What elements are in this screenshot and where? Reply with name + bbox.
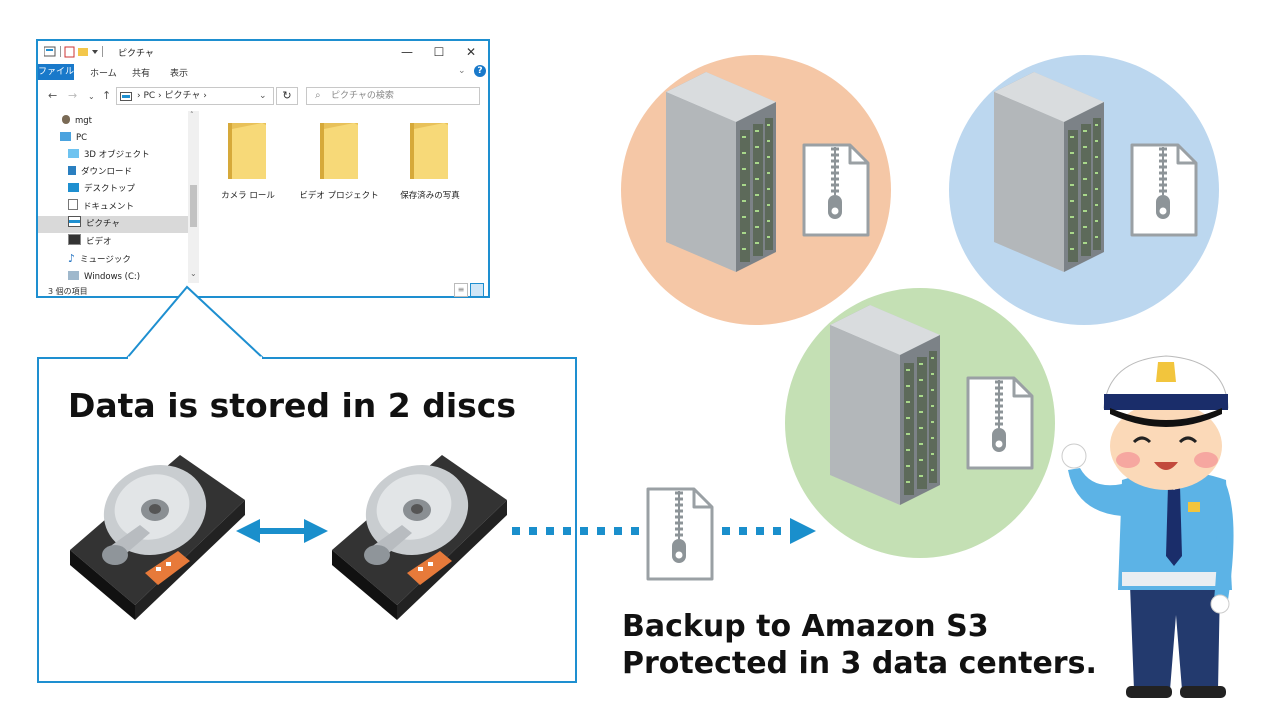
tab-home[interactable]: ホーム — [90, 69, 117, 79]
folder-icon[interactable] — [320, 123, 358, 179]
help-icon[interactable]: ? — [474, 65, 486, 77]
zip-file-icon — [646, 487, 714, 581]
server-icon — [994, 72, 1104, 272]
ribbon-tabs: ファイル ホーム 共有 表示 ⌄ ? — [38, 64, 488, 80]
folder-icon[interactable] — [410, 123, 448, 179]
nav-item-label: ピクチャ — [86, 219, 120, 229]
quick-access-toolbar — [44, 46, 103, 58]
nav-item-label: ミュージック — [80, 255, 131, 265]
nav-item-label: ビデオ — [86, 237, 112, 247]
nav-item-pc[interactable]: PC — [60, 130, 87, 146]
backup-line-2: Protected in 3 data centers. — [622, 646, 1097, 681]
maximize-button[interactable]: ☐ — [433, 45, 445, 59]
recent-chevron-icon[interactable]: ⌄ — [88, 92, 95, 101]
nav-item-label: ダウンロード — [81, 167, 133, 177]
search-icon: ⌕ — [315, 90, 321, 101]
cube-icon — [68, 149, 79, 158]
callout-pointer — [124, 285, 266, 359]
up-icon[interactable]: ↑ — [102, 89, 112, 102]
drive-icon — [68, 271, 79, 280]
scroll-down-icon[interactable]: ⌄ — [190, 269, 197, 278]
sync-double-arrow-icon — [236, 519, 328, 543]
nav-item-desktop[interactable]: デスクトップ — [68, 181, 135, 197]
nav-item-user[interactable]: mgt — [62, 113, 92, 129]
navigation-pane: mgt PC 3D オブジェクト ダウンロード デスクトップ ドキュメント ピク… — [38, 111, 198, 286]
search-placeholder: ピクチャの検索 — [331, 91, 394, 101]
download-icon — [68, 166, 76, 175]
window-title: ピクチャ — [118, 49, 154, 59]
nav-item-label: PC — [76, 133, 88, 143]
back-icon[interactable]: ← — [48, 89, 58, 102]
hard-drive-icon — [70, 450, 245, 620]
zip-file-icon — [802, 143, 870, 237]
security-guard-illustration — [1061, 355, 1234, 698]
address-dropdown-icon[interactable]: ⌄ — [259, 91, 267, 101]
nav-item-documents[interactable]: ドキュメント — [68, 199, 134, 215]
nav-item-label: Windows (C:) — [84, 272, 141, 282]
music-icon: ♪ — [68, 252, 76, 265]
user-icon — [62, 115, 70, 124]
backup-line-1: Backup to Amazon S3 — [622, 609, 989, 644]
folder-label: カメラ ロール — [221, 191, 275, 201]
callout-heading: Data is stored in 2 discs — [68, 386, 517, 425]
title-bar: ピクチャ — ☐ ✕ — [38, 41, 488, 63]
nav-item-downloads[interactable]: ダウンロード — [68, 164, 132, 180]
server-icon — [666, 72, 776, 272]
expand-ribbon-icon[interactable]: ⌄ — [458, 66, 466, 76]
nav-item-pictures[interactable]: ピクチャ — [68, 216, 120, 232]
pictures-icon — [68, 216, 81, 227]
close-button[interactable]: ✕ — [465, 45, 477, 59]
refresh-button[interactable]: ↻ — [276, 87, 298, 105]
nav-item-label: デスクトップ — [84, 184, 136, 194]
video-icon — [68, 234, 81, 245]
scrollbar-thumb[interactable] — [190, 185, 197, 227]
nav-item-music[interactable]: ♪ ミュージック — [68, 251, 131, 267]
tab-view[interactable]: 表示 — [170, 69, 189, 79]
status-bar-text: 3 個の項目 — [48, 287, 88, 296]
scroll-up-icon[interactable]: ˄ — [190, 111, 194, 119]
forward-icon[interactable]: → — [68, 89, 78, 102]
folder-icon[interactable] — [228, 123, 266, 179]
pc-icon — [60, 132, 71, 141]
folder-label: 保存済みの写真 — [400, 191, 460, 201]
zip-file-icon — [1130, 143, 1198, 237]
backup-caption: Backup to Amazon S3 Protected in 3 data … — [622, 608, 1097, 682]
nav-item-videos[interactable]: ビデオ — [68, 234, 112, 250]
nav-item-label: mgt — [75, 116, 93, 126]
desktop-icon — [68, 183, 79, 192]
tab-share[interactable]: 共有 — [132, 69, 151, 79]
server-icon — [830, 305, 940, 505]
address-bar[interactable]: › PC › ピクチャ › ⌄ — [116, 87, 274, 105]
nav-scrollbar[interactable]: ˄ ⌄ — [188, 111, 199, 283]
nav-item-3d-objects[interactable]: 3D オブジェクト — [68, 147, 150, 163]
address-path: › PC › ピクチャ › — [137, 91, 207, 101]
search-input[interactable]: ⌕ ピクチャの検索 — [306, 87, 480, 105]
minimize-button[interactable]: — — [401, 45, 413, 59]
document-icon — [68, 199, 78, 210]
nav-item-windows-drive[interactable]: Windows (C:) — [68, 269, 140, 285]
backup-dotted-arrow-icon — [512, 518, 816, 544]
folder-label: ビデオ プロジェクト — [299, 191, 379, 201]
tab-file[interactable]: ファイル — [38, 64, 74, 80]
nav-item-label: 3D オブジェクト — [84, 150, 150, 160]
hard-drive-icon — [332, 450, 507, 620]
callout-box — [37, 357, 577, 683]
details-view-icon[interactable]: ≡ — [454, 283, 468, 297]
pictures-icon — [120, 92, 132, 101]
large-icons-view-icon[interactable] — [470, 283, 484, 297]
file-explorer-window: ピクチャ — ☐ ✕ ファイル ホーム 共有 表示 ⌄ ? ← → ⌄ ↑ › … — [36, 39, 490, 298]
zip-file-icon — [966, 376, 1034, 470]
nav-item-label: ドキュメント — [83, 202, 135, 212]
